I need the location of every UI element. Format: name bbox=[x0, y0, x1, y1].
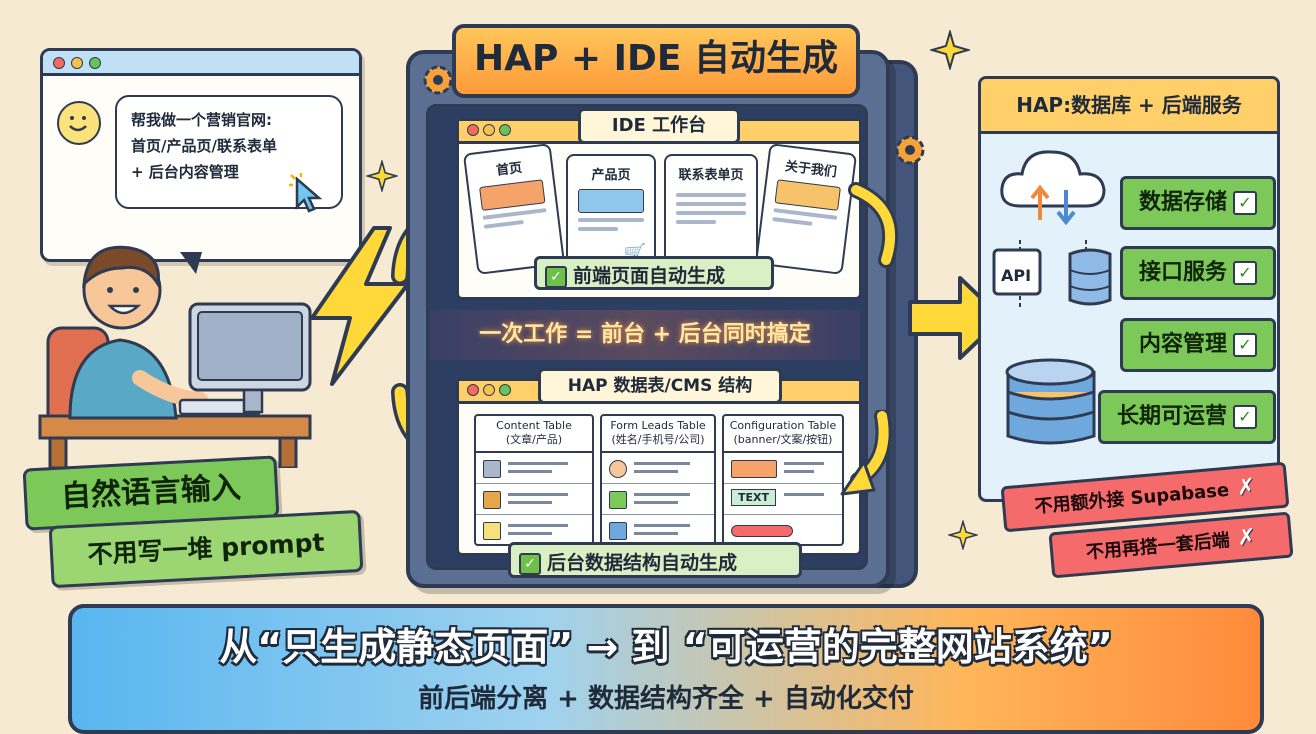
gear-icon bbox=[423, 65, 453, 95]
chat-line: 帮我做一个营销官网: bbox=[131, 111, 272, 129]
page-card-title: 关于我们 bbox=[784, 159, 838, 181]
feature-content-management: 内容管理✓ bbox=[1120, 318, 1276, 372]
api-label: API bbox=[1000, 266, 1032, 285]
feature-label: 接口服务 bbox=[1138, 260, 1227, 285]
one-pass-banner: 一次工作 = 前台 + 后台同时搞定 bbox=[430, 310, 860, 360]
maximize-dot-icon bbox=[89, 57, 101, 69]
hap-backend-header: HAP:数据库 + 后端服务 bbox=[981, 79, 1277, 134]
smiley-face-icon bbox=[57, 101, 101, 145]
frontend-generated-text: 前端页面自动生成 bbox=[573, 265, 726, 287]
table-subtitle: (文章/产品) bbox=[505, 433, 563, 446]
content-table: Content Table(文章/产品) bbox=[474, 414, 594, 546]
sparkle-icon bbox=[948, 520, 978, 550]
note-icon bbox=[483, 522, 501, 540]
table-row bbox=[724, 453, 842, 484]
maximize-dot-icon bbox=[499, 384, 511, 396]
check-icon: ✓ bbox=[519, 552, 541, 575]
check-icon: ✓ bbox=[545, 265, 567, 288]
checkmark-icon: ✓ bbox=[1233, 405, 1257, 429]
bottom-subline: 前后端分离 + 数据结构齐全 + 自动化交付 bbox=[418, 684, 914, 714]
minimize-dot-icon bbox=[483, 124, 495, 136]
hap-tables-tab: HAP 数据表/CMS 结构 bbox=[538, 368, 782, 404]
phone-icon bbox=[609, 491, 627, 509]
table-name: Configuration Table bbox=[729, 419, 837, 432]
close-dot-icon bbox=[467, 384, 479, 396]
table-row bbox=[724, 515, 842, 545]
feature-data-storage: 数据存储✓ bbox=[1120, 176, 1276, 230]
table-row bbox=[476, 453, 592, 484]
building-icon bbox=[609, 522, 627, 540]
no-extra-backend-text: 不用再搭一套后端 bbox=[1085, 529, 1231, 564]
table-row bbox=[476, 515, 592, 545]
bottom-banner: 从“只生成静态页面” → 到 “可运营的完整网站系统” 前后端分离 + 数据结构… bbox=[68, 604, 1264, 734]
form-leads-table: Form Leads Table(姓名/手机号/公司) bbox=[600, 414, 716, 546]
cross-icon: ✗ bbox=[1235, 474, 1257, 501]
feature-long-term-operation: 长期可运营✓ bbox=[1098, 390, 1276, 444]
sparkle-icon bbox=[366, 160, 398, 192]
table-name: Content Table bbox=[496, 419, 572, 432]
page-card-about: 关于我们 bbox=[754, 143, 858, 275]
close-dot-icon bbox=[467, 124, 479, 136]
table-subtitle: (banner/文案/按钮) bbox=[733, 433, 833, 446]
chat-line: 首页/产品页/联系表单 bbox=[131, 137, 277, 155]
arrow-curve-left-icon bbox=[840, 410, 892, 496]
no-supabase-text: 不用额外接 Supabase bbox=[1033, 479, 1230, 518]
maximize-dot-icon bbox=[499, 124, 511, 136]
backend-generated-text: 后台数据结构自动生成 bbox=[547, 552, 738, 574]
table-name: Form Leads Table bbox=[610, 419, 706, 432]
table-row bbox=[602, 484, 714, 515]
ide-workbench-tab: IDE 工作台 bbox=[578, 108, 740, 144]
gear-icon bbox=[895, 135, 925, 165]
feature-api-service: 接口服务✓ bbox=[1120, 246, 1276, 300]
page-card-contact: 联系表单页 bbox=[664, 154, 758, 272]
configuration-table: Configuration Table(banner/文案/按钮) TEXT bbox=[722, 414, 844, 546]
checkmark-icon: ✓ bbox=[1233, 261, 1257, 285]
mouse-cursor-icon bbox=[289, 173, 323, 213]
table-subtitle: (姓名/手机号/公司) bbox=[611, 433, 705, 446]
box-icon bbox=[483, 491, 501, 509]
close-dot-icon bbox=[53, 57, 65, 69]
feature-label: 长期可运营 bbox=[1116, 404, 1227, 429]
page-card-title: 联系表单页 bbox=[678, 168, 744, 183]
page-card-product: 产品页 🛒 bbox=[566, 154, 656, 272]
page-card-title: 产品页 bbox=[591, 168, 631, 183]
button-shape-icon bbox=[731, 525, 793, 537]
table-row bbox=[476, 484, 592, 515]
main-title: HAP + IDE 自动生成 bbox=[452, 24, 860, 98]
person-icon bbox=[609, 460, 627, 478]
page-card-title: 首页 bbox=[495, 160, 524, 179]
backend-generated-badge: ✓ 后台数据结构自动生成 bbox=[508, 542, 802, 578]
chat-line: + 后台内容管理 bbox=[131, 163, 239, 181]
minimize-dot-icon bbox=[483, 384, 495, 396]
chat-window: 帮我做一个营销官网: 首页/产品页/联系表单 + 后台内容管理 bbox=[40, 48, 362, 262]
person-at-computer-illustration bbox=[38, 245, 312, 468]
sparkle-icon bbox=[930, 30, 970, 70]
page-card-image bbox=[774, 179, 841, 211]
page-card-image bbox=[479, 179, 546, 211]
feature-label: 内容管理 bbox=[1138, 332, 1227, 357]
bottom-headline: 从“只生成静态页面” → 到 “可运营的完整网站系统” bbox=[219, 625, 1113, 669]
frontend-generated-badge: ✓ 前端页面自动生成 bbox=[534, 256, 774, 290]
chat-window-titlebar bbox=[43, 51, 359, 76]
table-row bbox=[602, 453, 714, 484]
table-row bbox=[602, 515, 714, 545]
feature-label: 数据存储 bbox=[1138, 190, 1227, 215]
table-row: TEXT bbox=[724, 484, 842, 515]
arrow-curve-down-icon bbox=[848, 182, 899, 268]
checkmark-icon: ✓ bbox=[1233, 191, 1257, 215]
text-badge: TEXT bbox=[731, 489, 777, 506]
page-card-image bbox=[578, 189, 644, 213]
cross-icon: ✗ bbox=[1236, 524, 1257, 552]
lightning-bolt-icon bbox=[310, 226, 410, 386]
banner-image-icon bbox=[731, 460, 777, 478]
minimize-dot-icon bbox=[71, 57, 83, 69]
checkmark-icon: ✓ bbox=[1233, 333, 1257, 357]
cloud-database-illustration bbox=[992, 150, 1112, 445]
document-icon bbox=[483, 460, 501, 478]
chat-window-tail bbox=[180, 252, 202, 274]
